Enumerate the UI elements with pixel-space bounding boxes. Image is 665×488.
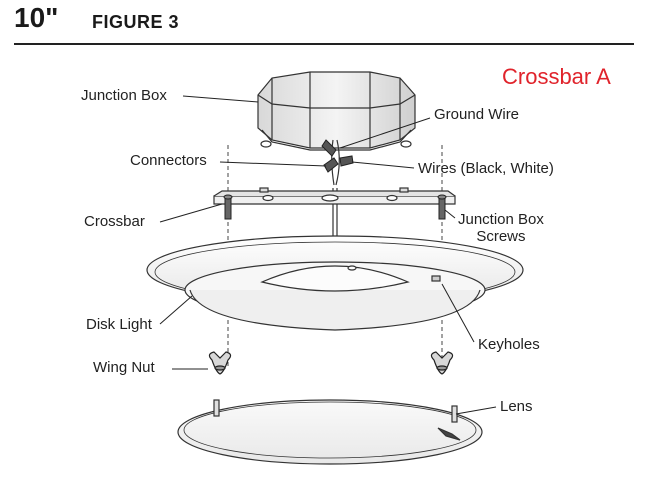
junction-box — [257, 71, 416, 151]
figure-number: FIGURE 3 — [92, 12, 180, 32]
fixture-size-label: 10" — [14, 2, 59, 33]
figure-header: 10" FIGURE 3 — [14, 2, 634, 42]
crossbar-variant-title: Crossbar A — [502, 64, 611, 89]
crossbar — [213, 187, 456, 205]
label-lens: Lens — [500, 398, 533, 415]
wing-nut-right — [430, 351, 454, 375]
callout-leaders — [159, 95, 497, 415]
wing-nut-left — [208, 351, 232, 375]
label-junction-box: Junction Box — [81, 87, 167, 104]
label-junction-box-screws: Junction Box Screws — [458, 211, 544, 245]
header-divider — [14, 43, 634, 45]
label-ground-wire: Ground Wire — [434, 106, 520, 123]
junction-box-screws — [223, 194, 447, 220]
label-disk-light: Disk Light — [86, 316, 152, 333]
label-crossbar: Crossbar — [84, 213, 145, 230]
lens — [177, 399, 483, 465]
label-keyholes: Keyholes — [478, 336, 540, 353]
label-wing-nut: Wing Nut — [93, 359, 155, 376]
label-connectors: Connectors — [130, 152, 207, 169]
label-junction-box-screws-line2: Screws — [476, 228, 526, 245]
disk-light — [146, 235, 524, 331]
label-junction-box-screws-line1: Junction Box — [458, 211, 544, 228]
label-wires: Wires (Black, White) — [418, 160, 554, 177]
alignment-guides — [227, 145, 443, 368]
wire-connectors — [321, 139, 354, 173]
